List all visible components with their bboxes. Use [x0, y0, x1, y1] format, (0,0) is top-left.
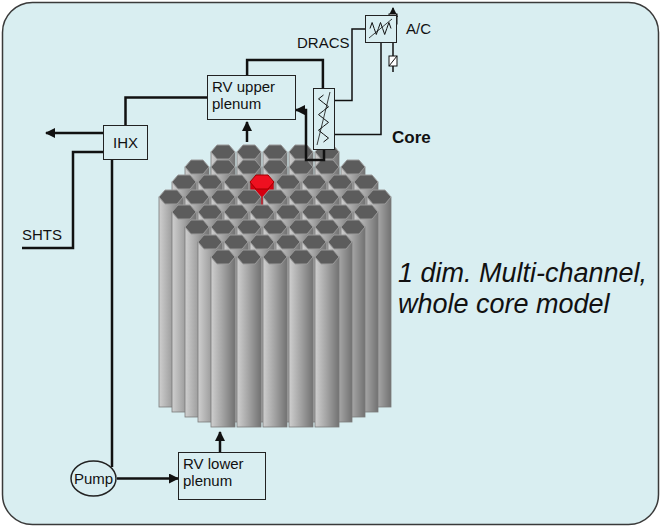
channel-top: [289, 145, 313, 159]
damper: [389, 56, 397, 66]
system-label: SHTS: [22, 226, 62, 243]
channel-top: [263, 220, 287, 234]
node-text: RV lower plenum: [183, 455, 261, 490]
node-heading: DRACS: [297, 34, 350, 51]
channel-top: [224, 205, 248, 219]
flow-line: [117, 477, 178, 480]
fuel-channel: [237, 257, 261, 427]
channel-top: [302, 205, 326, 219]
fuel-channel: [315, 257, 339, 427]
channel-top: [289, 250, 313, 264]
fuel-channel: [211, 257, 235, 427]
channel-top: [315, 220, 339, 234]
shts-line: [46, 132, 103, 135]
channel-top: [224, 235, 248, 249]
fuel-channel: [263, 257, 287, 427]
channel-top: [315, 190, 339, 204]
channel-top: [237, 190, 261, 204]
channel-top: [328, 175, 352, 189]
channel-top: [263, 250, 287, 264]
channel-top: [328, 235, 352, 249]
pump-circle: Pump: [70, 460, 117, 497]
damper: [389, 56, 397, 66]
channel-top: [289, 220, 313, 234]
node-heading: A/C: [406, 20, 431, 37]
channel-top: [198, 175, 222, 189]
channel-top: [341, 160, 365, 174]
channel-top: [172, 205, 196, 219]
channel-top: [185, 220, 209, 234]
flow-arrow: [219, 432, 222, 452]
flow-line: [126, 98, 208, 126]
node-text: IHX: [113, 134, 138, 151]
model-note: 1 dim. Multi-channel, whole core model: [398, 258, 653, 320]
channel-top: [289, 190, 313, 204]
shts-line: [22, 152, 103, 248]
channel-top: [341, 190, 365, 204]
channel-top: [211, 160, 235, 174]
channel-top: [263, 145, 287, 159]
channel-top: [341, 220, 365, 234]
channel-top: [211, 190, 235, 204]
channel-top: [289, 160, 313, 174]
channel-top: [211, 250, 235, 264]
flow-arrow: [246, 122, 249, 142]
hx-symbol: [314, 89, 333, 148]
channel-top: [159, 190, 183, 204]
core-label: Core: [392, 128, 431, 148]
panel-background: [3, 3, 659, 525]
channel-top: [276, 235, 300, 249]
channel-top: [237, 145, 261, 159]
channel-top: [185, 160, 209, 174]
channel-top: [185, 190, 209, 204]
channel-top: [198, 205, 222, 219]
channel-top: [328, 205, 352, 219]
air-cooler-box: A/C: [365, 15, 397, 43]
channel-top: [315, 160, 339, 174]
channel-top: [276, 205, 300, 219]
failed-channel-top: [250, 175, 274, 189]
channel-top: [198, 235, 222, 249]
channel-top: [302, 175, 326, 189]
plenum-box: RV lower plenum: [178, 452, 266, 500]
channel-top: [354, 175, 378, 189]
channel-top: [367, 190, 391, 204]
node-text: Pump: [74, 470, 113, 487]
flow-line: [111, 160, 114, 467]
channel-top: [237, 220, 261, 234]
channel-top: [250, 235, 274, 249]
channel-top: [224, 175, 248, 189]
hx-diagonal: [317, 92, 330, 145]
node-text: RV upper plenum: [212, 78, 291, 113]
hx-symbol: [366, 16, 395, 41]
channel-top: [263, 160, 287, 174]
channel-top: [211, 220, 235, 234]
channel-top: [250, 205, 274, 219]
channel-top: [237, 250, 261, 264]
channel-top: [354, 205, 378, 219]
channel-top: [172, 175, 196, 189]
channel-top: [211, 145, 235, 159]
pump-ellipse: [71, 461, 116, 496]
heat-exchanger-box: DRACS: [313, 88, 335, 150]
fuel-channel: [289, 257, 313, 427]
plenum-box: RV upper plenum: [207, 75, 296, 120]
channel-top: [263, 190, 287, 204]
hx-diagonal: [369, 19, 392, 38]
ihx-box: IHX: [103, 125, 148, 160]
flow-line: [335, 43, 381, 135]
channel-top: [276, 175, 300, 189]
channel-top: [315, 250, 339, 264]
core-bundle: [159, 145, 391, 427]
channel-top: [237, 160, 261, 174]
channel-top: [302, 235, 326, 249]
